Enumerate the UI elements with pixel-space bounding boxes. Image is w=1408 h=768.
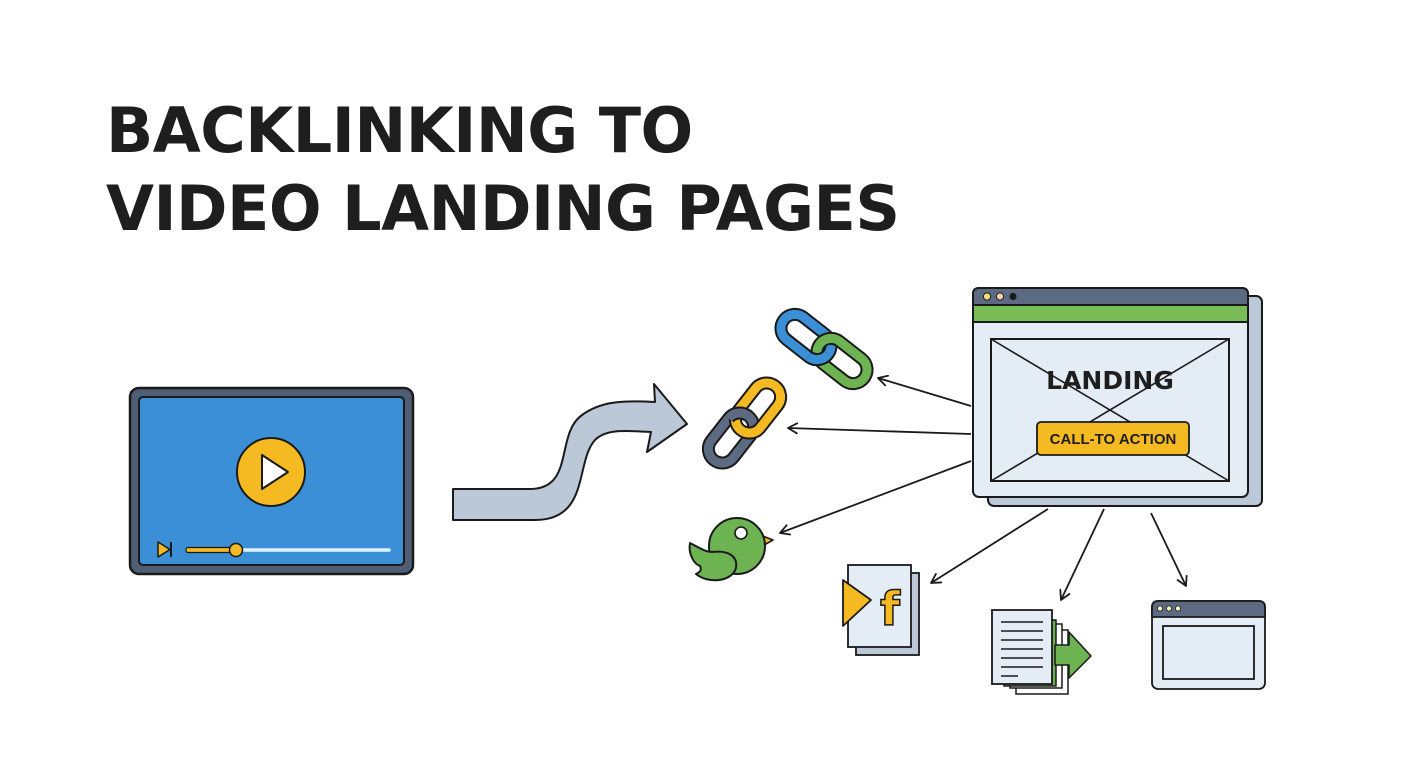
link-icon xyxy=(701,376,788,470)
curved-arrow-icon xyxy=(452,383,688,521)
progress-bar[interactable] xyxy=(185,542,391,558)
arrow-to-chain-1 xyxy=(877,374,972,407)
document-stack-icon xyxy=(991,609,1092,695)
cta-label: CALL-TO ACTION xyxy=(1050,431,1177,448)
window-controls xyxy=(982,292,1017,301)
landing-page-window[interactable]: LANDING CALL-TO ACTION xyxy=(972,287,1263,507)
bird-social[interactable] xyxy=(688,517,774,582)
facebook-page[interactable]: f xyxy=(842,564,920,656)
arrow-to-bird xyxy=(779,460,972,536)
cta-button[interactable]: CALL-TO ACTION xyxy=(1036,421,1190,456)
title-line-1: BACKLINKING TO xyxy=(106,94,693,167)
browser-window-icon xyxy=(1151,600,1266,690)
browser-window[interactable] xyxy=(1151,600,1266,690)
page-title: BACKLINKING TO VIDEO LANDING PAGES xyxy=(106,92,900,248)
skip-next-icon[interactable] xyxy=(157,541,172,558)
connector-arrows xyxy=(779,374,1188,601)
arrow-to-facebook xyxy=(930,508,1049,584)
bird-icon xyxy=(688,517,774,582)
title-line-2: VIDEO LANDING PAGES xyxy=(106,172,900,245)
play-icon[interactable] xyxy=(236,437,306,507)
landing-heading: LANDING xyxy=(1046,366,1174,395)
chain-link-yellow-slate[interactable] xyxy=(701,376,788,470)
link-icon xyxy=(774,307,874,391)
arrow-to-browser xyxy=(1150,512,1188,587)
facebook-icon: f xyxy=(879,581,902,637)
video-player[interactable] xyxy=(128,386,415,576)
arrow-to-documents xyxy=(1059,508,1105,601)
arrow-to-chain-2 xyxy=(787,422,972,435)
documents-share[interactable] xyxy=(991,609,1092,695)
svg-text:f: f xyxy=(880,582,901,636)
chain-link-blue-green[interactable] xyxy=(774,307,874,391)
